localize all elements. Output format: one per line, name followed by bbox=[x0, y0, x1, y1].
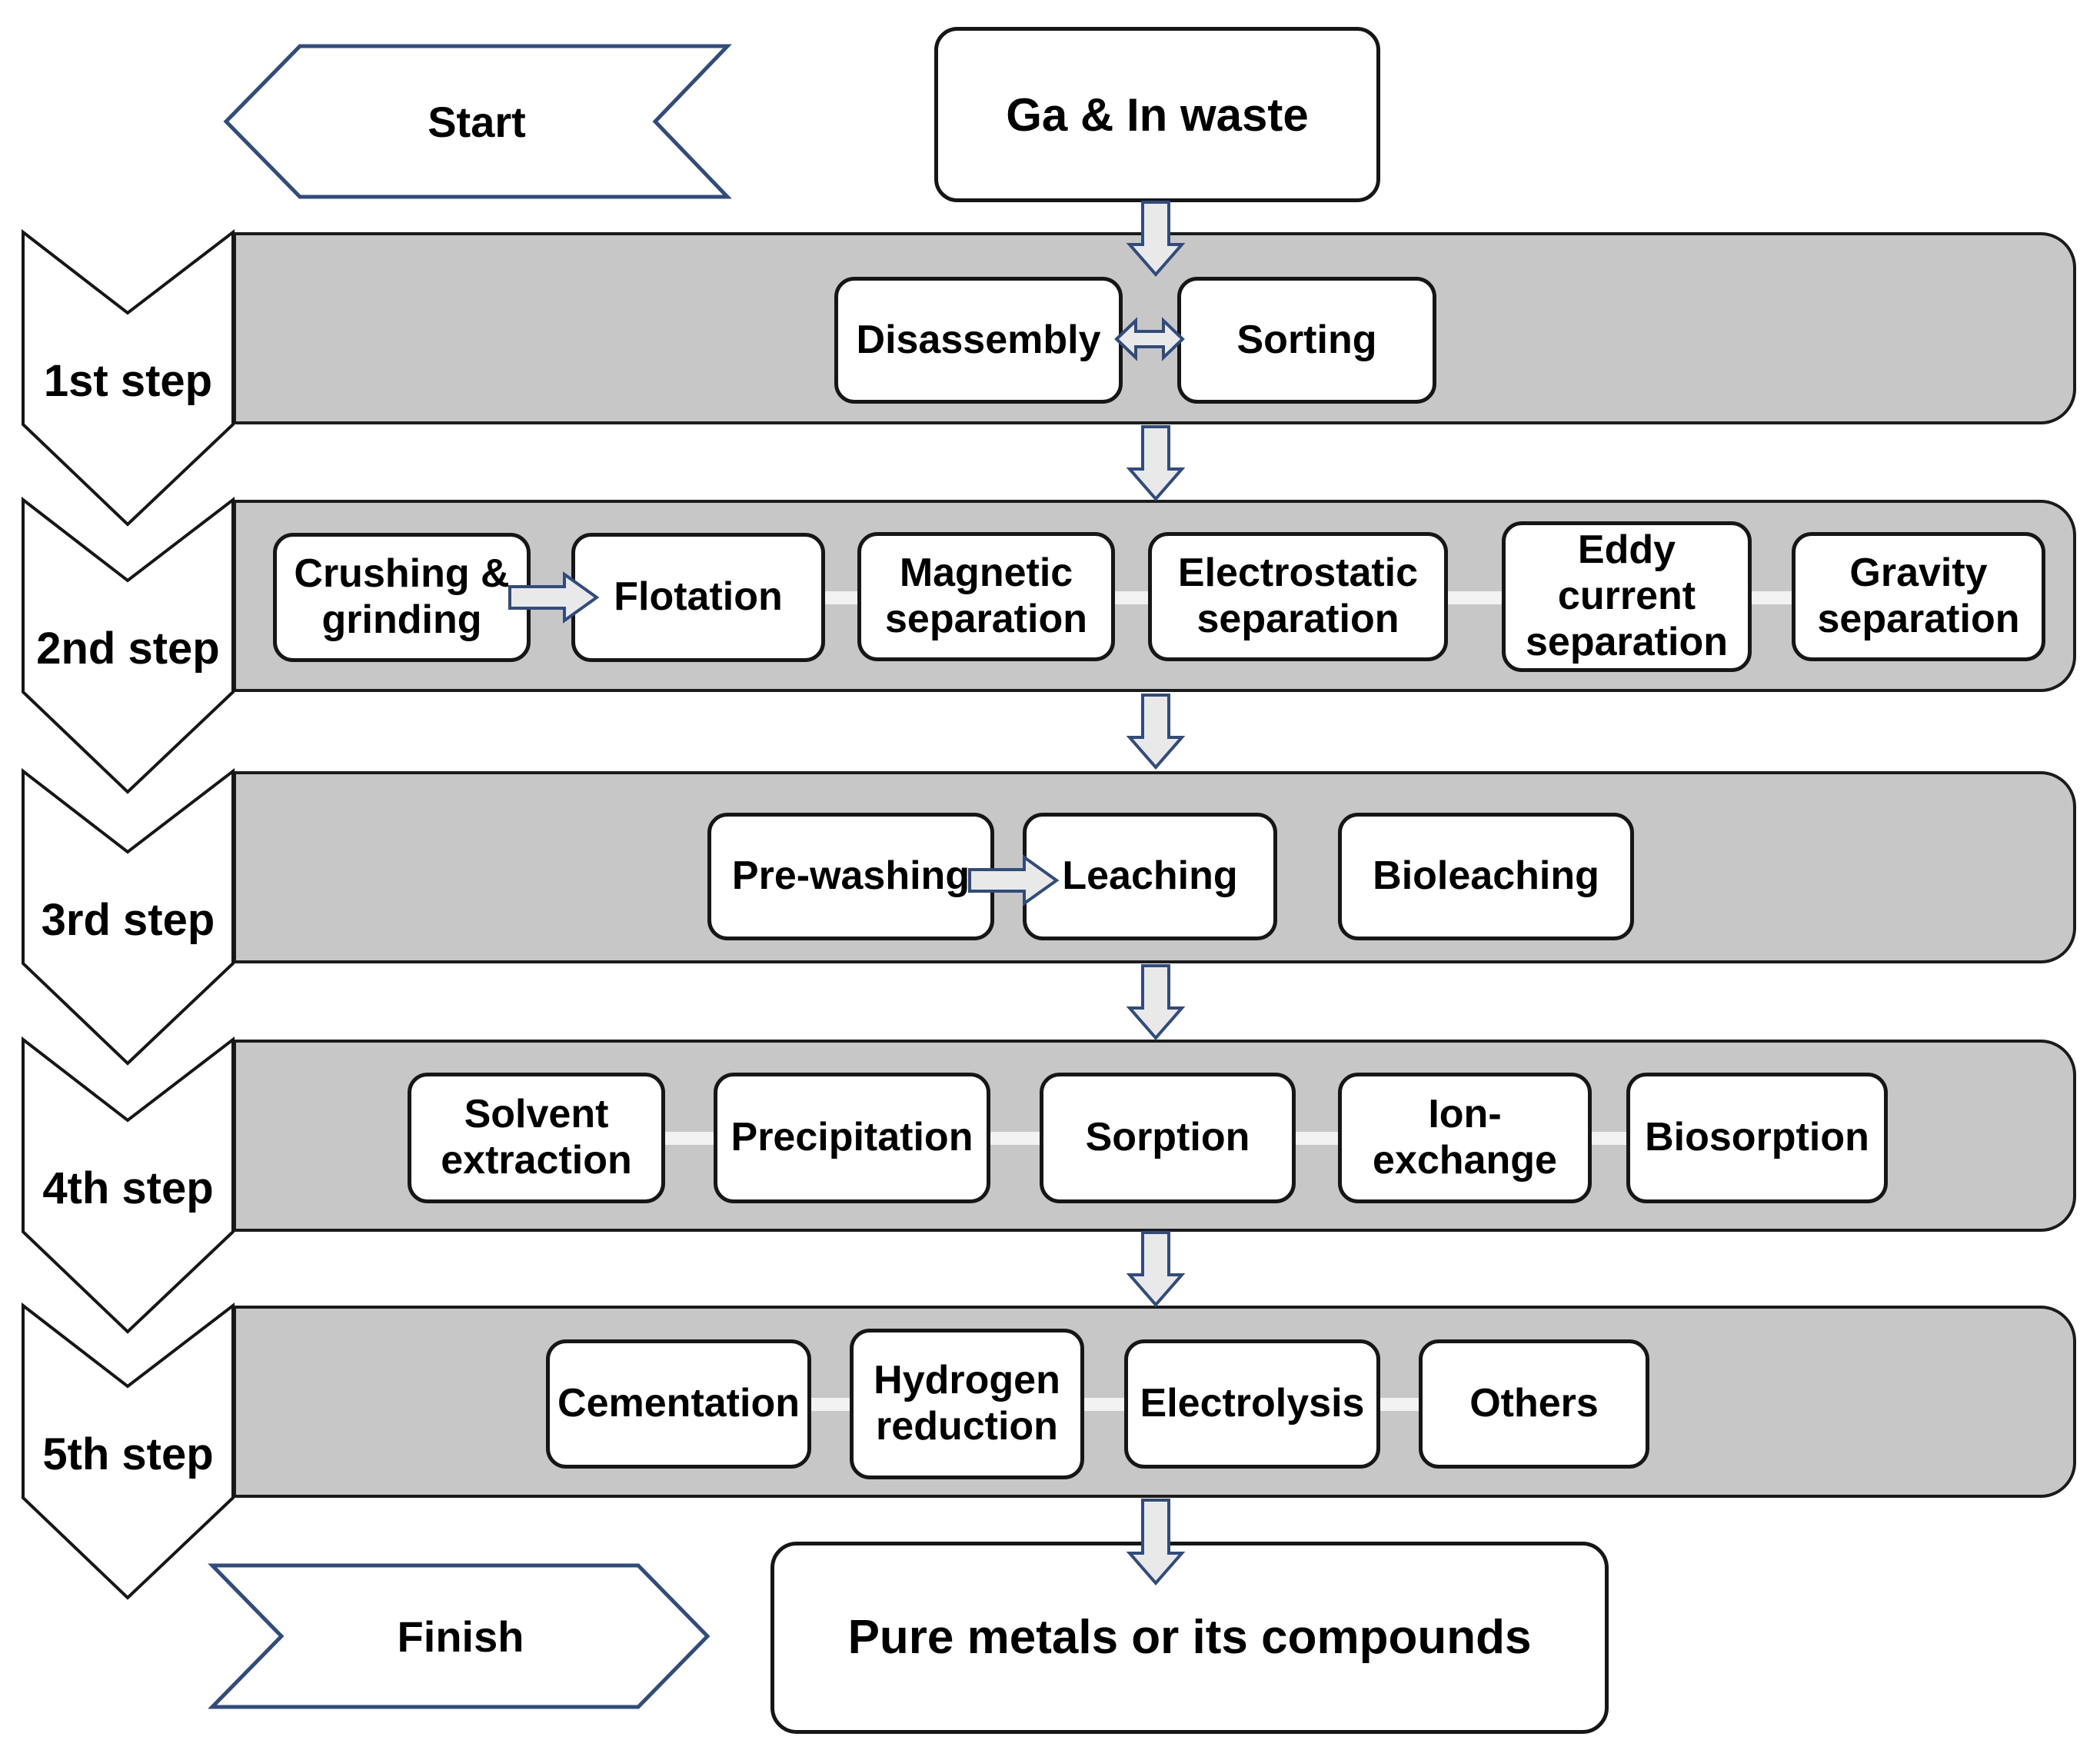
connector bbox=[665, 1132, 715, 1145]
right-arrow-icon bbox=[968, 854, 1060, 907]
connector bbox=[1115, 591, 1150, 604]
down-arrow-icon bbox=[1126, 425, 1186, 502]
connector bbox=[1592, 1132, 1628, 1145]
process-box-ion-exchange: Ion-exchange bbox=[1338, 1073, 1592, 1203]
right-arrow-icon bbox=[508, 571, 600, 624]
connector bbox=[1084, 1398, 1126, 1411]
process-box-gravity-separation: Gravity separation bbox=[1792, 532, 2045, 661]
process-box-pre-washing: Pre-washing bbox=[707, 813, 994, 940]
process-box-electrostatic-separation: Electrostatic separation bbox=[1148, 532, 1448, 661]
step-label-4: 4th step bbox=[42, 1163, 214, 1213]
process-box-others: Others bbox=[1419, 1339, 1649, 1469]
process-box-leaching: Leaching bbox=[1023, 813, 1277, 940]
step-label-1: 1st step bbox=[43, 356, 213, 406]
start-banner-label: Start bbox=[428, 97, 526, 146]
process-box-eddy-current-separation: Eddy current separation bbox=[1502, 521, 1752, 672]
process-box-sorption: Sorption bbox=[1040, 1073, 1296, 1203]
process-box-sorting: Sorting bbox=[1177, 277, 1436, 404]
step-label-2: 2nd step bbox=[36, 624, 220, 674]
down-arrow-icon bbox=[1126, 1231, 1186, 1308]
connector bbox=[825, 591, 859, 604]
process-box-disassembly: Disassembly bbox=[834, 277, 1123, 404]
step-label-5: 5th step bbox=[42, 1429, 214, 1479]
down-arrow-icon bbox=[1126, 1499, 1186, 1586]
process-box-bioleaching: Bioleaching bbox=[1338, 813, 1634, 940]
process-box-biosorption: Biosorption bbox=[1626, 1073, 1888, 1203]
process-box-precipitation: Precipitation bbox=[714, 1073, 990, 1203]
step-chevron-2 bbox=[22, 496, 235, 794]
down-arrow-icon bbox=[1126, 201, 1186, 278]
finish-banner-label: Finish bbox=[397, 1612, 524, 1661]
ga-in-waste-box: Ga & In waste bbox=[934, 27, 1380, 202]
double-arrow-icon bbox=[1114, 317, 1185, 361]
connector bbox=[1752, 591, 1793, 604]
step-chevron-5 bbox=[22, 1302, 235, 1600]
connector bbox=[811, 1398, 851, 1411]
step-label-3: 3rd step bbox=[41, 895, 215, 945]
down-arrow-icon bbox=[1126, 694, 1186, 770]
connector bbox=[1448, 591, 1503, 604]
connector bbox=[990, 1132, 1041, 1145]
connector bbox=[1296, 1132, 1340, 1145]
process-box-flotation: Flotation bbox=[571, 533, 825, 662]
process-box-electrolysis: Electrolysis bbox=[1124, 1339, 1380, 1469]
down-arrow-icon bbox=[1126, 964, 1186, 1041]
connector bbox=[1380, 1398, 1420, 1411]
step-chevron-3 bbox=[22, 767, 235, 1066]
step-chevron-1 bbox=[22, 228, 235, 527]
process-box-cementation: Cementation bbox=[546, 1339, 811, 1469]
step-chevron-4 bbox=[22, 1036, 235, 1334]
process-box-hydrogen-reduction: Hydrogen reduction bbox=[850, 1329, 1084, 1479]
process-box-crushing-grinding: Crushing & grinding bbox=[273, 533, 531, 662]
finish-banner bbox=[208, 1563, 711, 1709]
start-banner bbox=[223, 44, 732, 199]
process-box-solvent-extraction: Solvent extraction bbox=[408, 1073, 665, 1203]
pure-metals-box: Pure metals or its compounds bbox=[770, 1542, 1609, 1734]
process-box-magnetic-separation: Magnetic separation bbox=[857, 532, 1115, 661]
